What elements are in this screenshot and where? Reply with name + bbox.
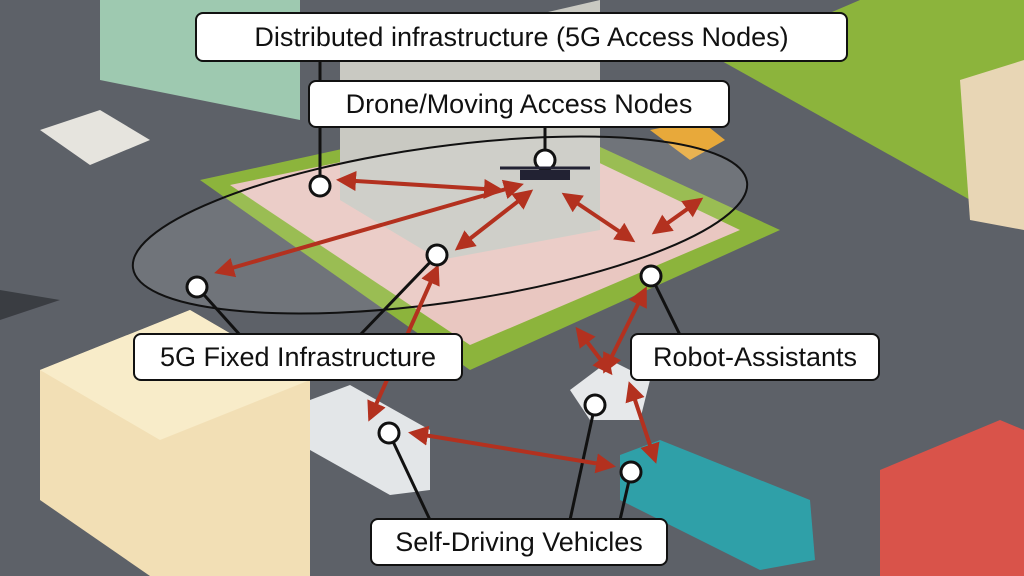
- round-building: [960, 60, 1024, 230]
- bus: [620, 440, 815, 570]
- label-robot-assistants: Robot-Assistants: [630, 333, 880, 381]
- van: [310, 385, 430, 495]
- label-fixed-infrastructure: 5G Fixed Infrastructure: [133, 333, 463, 381]
- red-building: [880, 420, 1024, 576]
- node-markers: [185, 148, 663, 484]
- connection-arrows: [214, 171, 704, 474]
- label-distributed-infrastructure: Distributed infrastructure (5G Access No…: [195, 12, 848, 62]
- label-self-driving-vehicles: Self-Driving Vehicles: [370, 518, 668, 566]
- label-drone-access-nodes: Drone/Moving Access Nodes: [308, 80, 730, 128]
- drone-icon: [500, 166, 590, 180]
